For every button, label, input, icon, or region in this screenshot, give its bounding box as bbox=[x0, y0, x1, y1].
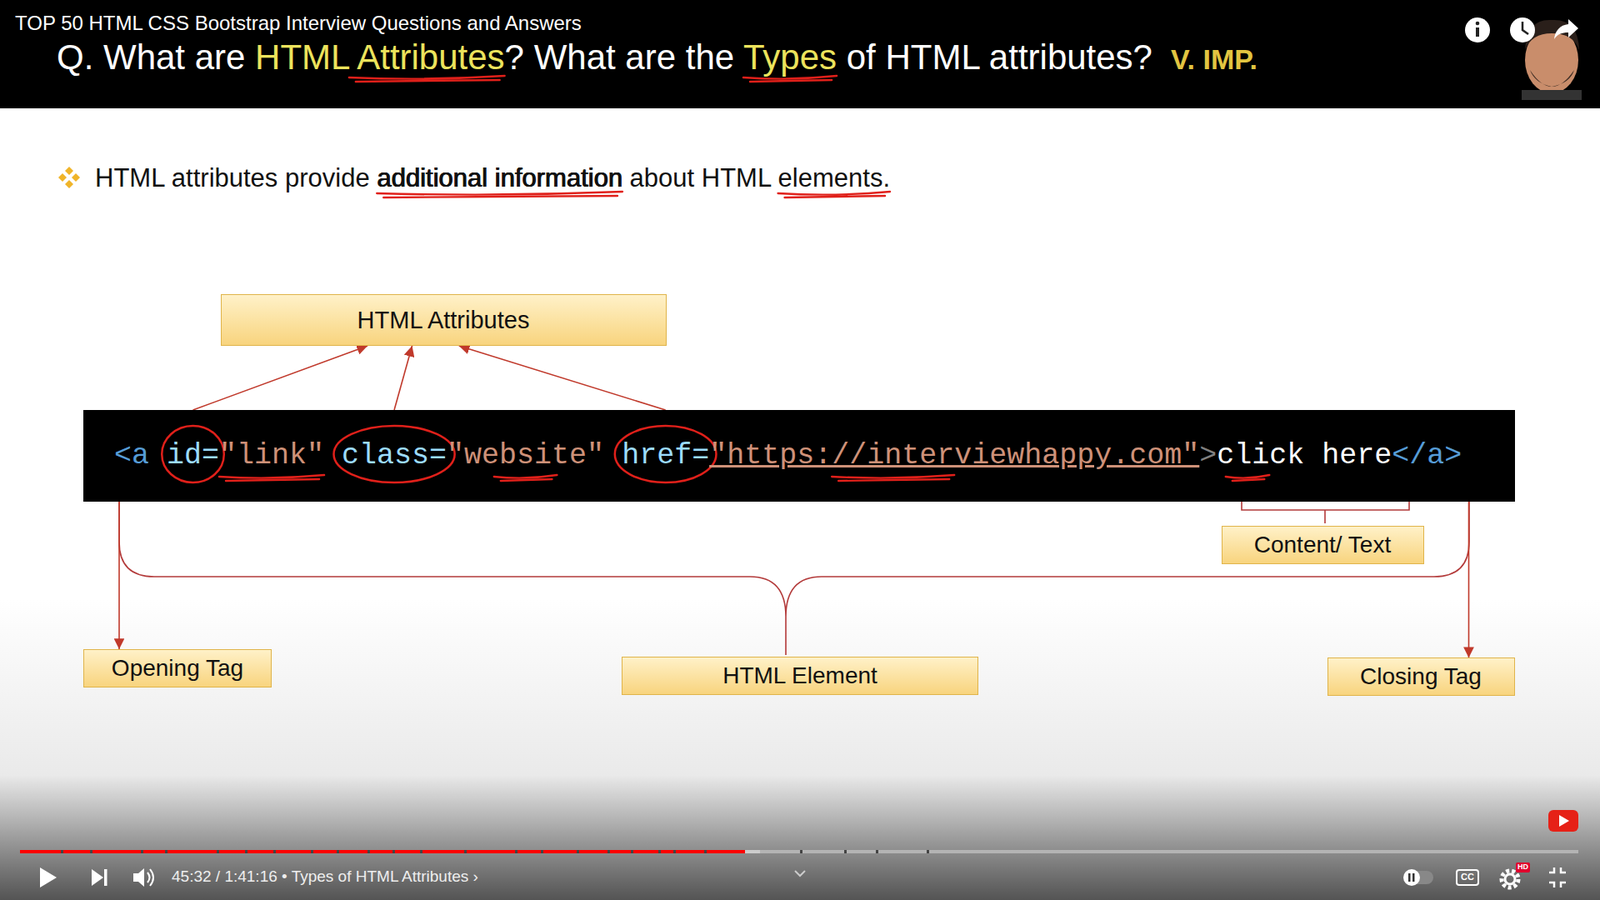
code-token: class= bbox=[341, 438, 447, 474]
connector-arrow bbox=[193, 345, 369, 410]
watch-later-icon bbox=[1510, 17, 1535, 43]
box-label: Opening Tag bbox=[111, 654, 244, 683]
content-box: Content/ Text bbox=[1221, 525, 1425, 565]
annotation-scribble bbox=[743, 75, 837, 82]
definition-text: HTML attributes provide additional infor… bbox=[95, 162, 890, 194]
element-box: HTML Element bbox=[621, 656, 979, 695]
autoplay-toggle bbox=[1403, 869, 1434, 886]
annotation-circle bbox=[334, 425, 455, 483]
code-token: "link" bbox=[219, 438, 325, 474]
video-title: TOP 50 HTML CSS Bootstrap Interview Ques… bbox=[15, 11, 582, 36]
annotation-scribble bbox=[494, 475, 558, 481]
annotation-circle bbox=[615, 425, 717, 483]
annotation-scribble bbox=[831, 475, 955, 481]
subscribe-button bbox=[1548, 810, 1579, 832]
annotation-scribble bbox=[1225, 475, 1270, 481]
connector-arrow bbox=[118, 501, 120, 650]
box-label: Closing Tag bbox=[1360, 662, 1482, 691]
closing-tag-box: Closing Tag bbox=[1327, 657, 1515, 696]
box-label: HTML Attributes bbox=[357, 305, 530, 335]
next-icon bbox=[91, 869, 108, 886]
share-icon bbox=[1554, 19, 1579, 40]
annotation-scribble bbox=[219, 475, 325, 481]
code-token: click here bbox=[1216, 438, 1392, 474]
chapter-chevron bbox=[795, 870, 805, 876]
slide-question: Q. What are HTML Attributes? What are th… bbox=[56, 36, 1153, 79]
element-brace bbox=[119, 501, 1470, 655]
player-shade bbox=[0, 775, 1600, 900]
annotation-circle bbox=[161, 425, 225, 483]
code-token: href= bbox=[621, 438, 710, 474]
annotation-scribble bbox=[376, 191, 623, 198]
info-icon bbox=[1465, 17, 1490, 43]
attributes-box: HTML Attributes bbox=[220, 294, 667, 346]
code-token: "https://interviewhappy.com" bbox=[709, 438, 1200, 474]
connector-arrow bbox=[394, 345, 412, 410]
code-token: </a> bbox=[1391, 438, 1462, 474]
captions-label: CC bbox=[1456, 871, 1479, 883]
annotation-scribble bbox=[349, 75, 505, 82]
box-label: HTML Element bbox=[722, 661, 878, 690]
code-token: "website" bbox=[446, 438, 605, 474]
volume-icon bbox=[133, 868, 154, 887]
opening-tag-box: Opening Tag bbox=[83, 649, 272, 688]
connector-arrow bbox=[459, 345, 666, 410]
importance-tag: V. IMP. bbox=[1170, 42, 1258, 77]
captions-icon bbox=[1456, 870, 1479, 885]
play-icon bbox=[40, 867, 57, 888]
code-token: id= bbox=[166, 438, 220, 474]
player-time: 45:32 / 1:41:16 • Types of HTML Attribut… bbox=[171, 867, 479, 887]
progress-bar bbox=[20, 850, 1579, 854]
bullet-icon bbox=[58, 166, 80, 189]
box-label: Content/ Text bbox=[1254, 530, 1391, 560]
code-band: <a id="link" class="website" href="https://… bbox=[83, 410, 1515, 502]
code-token: > bbox=[1199, 438, 1217, 474]
code-token: <a bbox=[114, 438, 150, 474]
heading-row: Q. What are HTML Attributes? What are th… bbox=[56, 36, 1258, 79]
hd-badge: HD bbox=[1515, 862, 1530, 873]
settings-icon bbox=[1501, 870, 1519, 888]
annotation-scribble bbox=[778, 191, 890, 198]
connector-arrow bbox=[1468, 501, 1470, 658]
content-brace bbox=[1241, 501, 1410, 524]
fullscreen-exit-icon bbox=[1549, 867, 1566, 888]
